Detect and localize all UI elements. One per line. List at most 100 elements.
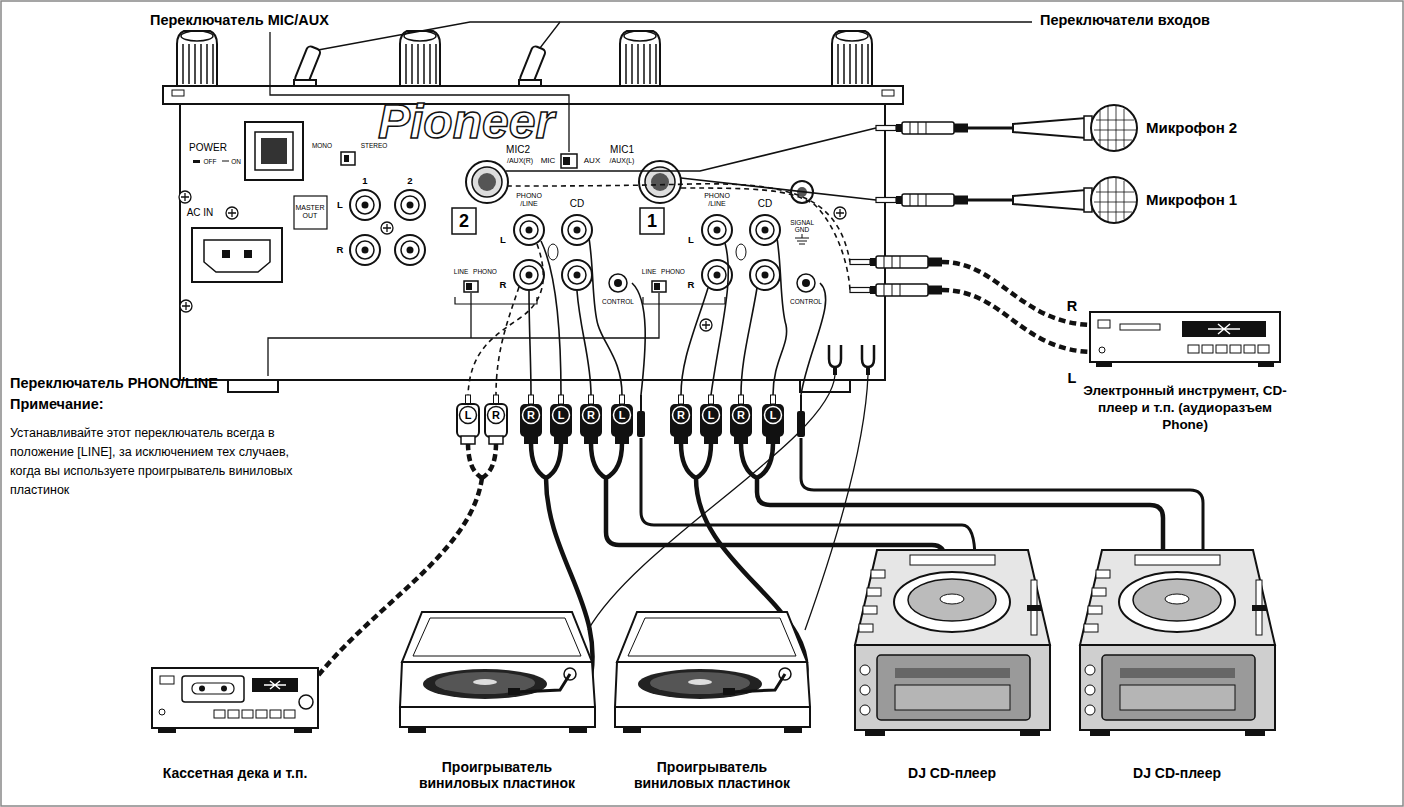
channel-number: 2 <box>459 211 469 232</box>
plug-label: L <box>708 409 715 422</box>
panel-label: LINE <box>454 268 468 275</box>
device-cables-part <box>741 443 1163 560</box>
mixer-rear-panel-part <box>350 235 380 265</box>
mixer-top-part <box>177 31 217 86</box>
mixer-rear-panel-part <box>562 260 592 290</box>
mixer-rear-panel-part <box>514 260 544 290</box>
signal-label: L <box>1068 370 1077 387</box>
mixer-rear-panel-part <box>654 283 660 290</box>
leader-lines <box>268 22 1032 376</box>
mixer-rear-panel-part <box>179 191 191 203</box>
mixer-rear-panel-part <box>193 160 200 163</box>
panel-label: CONTROL <box>602 298 634 305</box>
device-label: Электронный инструмент, CD-плеер и т.п. … <box>1083 383 1288 434</box>
mixer-rear-panel-part <box>261 138 287 164</box>
jack-wires-part-part <box>496 287 519 395</box>
mixer-rear-panel-part <box>222 250 230 258</box>
callout-label: Переключатели входов <box>1040 12 1210 29</box>
leader-lines-part <box>270 32 569 152</box>
jack-wires-part <box>541 241 561 395</box>
devices-part <box>1080 550 1275 736</box>
mixer-rear-panel-part <box>341 152 355 165</box>
devices-part <box>855 550 1050 736</box>
callout-label: Переключатель PHONO/LINE <box>10 375 218 392</box>
mixer-rear-panel-part <box>395 190 425 220</box>
device-label: Проигрыватель виниловых пластинок <box>407 759 587 791</box>
device-label: Кассетная дека и т.п. <box>163 765 308 781</box>
plug-label: R <box>492 409 500 422</box>
panel-label: PHONO /LINE <box>704 192 730 208</box>
mixer-rear-panel-part <box>192 228 282 282</box>
mixer-rear-panel-part <box>800 380 850 392</box>
mixer-rear-panel-part <box>222 161 229 162</box>
panel-label: ON <box>231 158 241 165</box>
mixer-rear-panel-part <box>736 244 746 260</box>
mixer-rear-panel-part <box>514 215 544 245</box>
mixer-rear-panel-part <box>294 196 327 229</box>
mixer-rear-panel-part <box>829 345 841 375</box>
mixer-top-part <box>620 31 660 86</box>
mixer-rear-panel-part <box>255 132 293 170</box>
plugs-part <box>876 194 968 206</box>
panel-label: L <box>337 200 343 211</box>
mixer-rear-panel-part <box>834 207 846 219</box>
device-cables-part <box>591 443 945 560</box>
panel-label: /AUX(L) <box>610 157 635 165</box>
device-cables-part-part <box>468 443 496 478</box>
mixer-rear-panel-part <box>180 300 192 312</box>
jack-wires-part-part <box>468 244 543 395</box>
devices-part <box>400 612 595 733</box>
mixer-rear-panel-part <box>702 215 732 245</box>
panel-label: AC IN <box>187 207 214 219</box>
mixer-rear-panel-part <box>862 345 874 375</box>
device-label: DJ CD-плеер <box>908 765 996 781</box>
panel-label: MIC2 <box>506 144 530 156</box>
mixer-rear-panel-part <box>652 281 666 292</box>
jack-wires-part-part <box>507 184 850 262</box>
jack-wires-part <box>805 375 868 630</box>
mixer-rear-panel-part <box>466 283 472 290</box>
plug-label: L <box>558 409 565 422</box>
mixer-rear-panel-part <box>466 161 508 203</box>
plugs-part <box>485 395 507 444</box>
jack-wires <box>468 128 876 630</box>
mixer-rear-panel-part <box>750 260 780 290</box>
devices-part <box>152 668 318 733</box>
mixer-rear-panel-part <box>700 319 712 331</box>
mixer-rear-panel-part <box>350 190 380 220</box>
device-label: Микрофон 2 <box>1146 119 1237 136</box>
mixer-rear-panel-part <box>795 234 809 244</box>
plugs-part <box>457 395 479 444</box>
leader-lines-part <box>540 22 1032 48</box>
mixer-top <box>163 31 903 104</box>
plugs-part <box>968 177 1137 223</box>
plugs-part <box>762 395 784 444</box>
mixer-rear-panel-part <box>639 161 681 203</box>
panel-label: /AUX(R) <box>507 157 533 165</box>
mixer-rear-panel-part <box>455 297 725 304</box>
plugs-part <box>700 395 722 444</box>
panel-label: PHONO /LINE <box>516 192 542 208</box>
plugs-part <box>550 395 572 444</box>
mixer-rear-panel-part <box>640 208 664 234</box>
mixer-rear-panel-part <box>563 157 570 165</box>
panel-label: OFF <box>204 158 217 165</box>
leader-lines-part <box>268 293 659 376</box>
panel-label: MIC <box>541 156 556 165</box>
jack-wires-part <box>588 375 835 630</box>
leader-lines-part <box>318 22 560 50</box>
panel-label: R <box>688 280 695 291</box>
panel-label: POWER <box>189 142 227 154</box>
jack-wires-part <box>773 238 787 395</box>
panel-label: 1 <box>362 176 367 187</box>
device-label: DJ CD-плеер <box>1133 765 1221 781</box>
jack-wires-part <box>711 243 728 395</box>
plug-label: R <box>587 409 595 422</box>
devices-part <box>1090 312 1280 367</box>
panel-label: MASTER OUT <box>295 204 324 220</box>
mixer-rear-panel-part <box>797 274 815 292</box>
mixer-rear-panel-part <box>548 244 558 260</box>
plug-label: L <box>770 409 777 422</box>
devices <box>152 312 1280 736</box>
